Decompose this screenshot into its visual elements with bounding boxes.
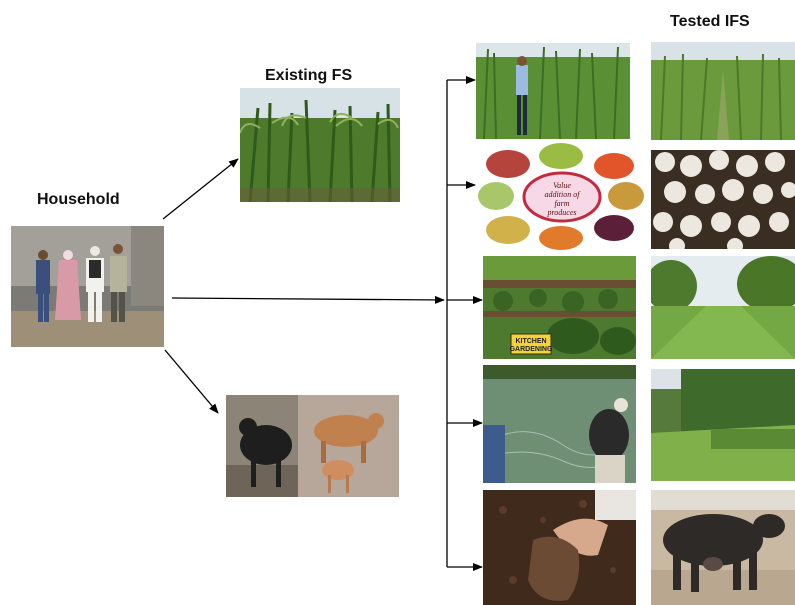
tested-ifs-agroforestry-photo xyxy=(651,369,795,481)
svg-text:GARDENING: GARDENING xyxy=(510,346,553,353)
arrow-household-to-existing-fs xyxy=(162,158,239,220)
ifs-kitchen-gardening-photo: KITCHEN GARDENING xyxy=(483,256,636,359)
ifs-value-addition-photo: Value addition of farm produces xyxy=(476,142,646,250)
arrow-household-to-ifs xyxy=(171,295,445,304)
tested-ifs-buffalo-photo xyxy=(651,490,795,605)
household-label: Household xyxy=(37,191,120,208)
ifs-fodder-grass-photo xyxy=(476,43,630,139)
svg-text:Value: Value xyxy=(553,181,571,190)
tested-ifs-orchard-photo xyxy=(651,256,795,359)
existing-fs-sugarcane-photo xyxy=(240,88,400,202)
tested-ifs-mushroom-photo xyxy=(651,150,795,249)
existing-fs-label: Existing FS xyxy=(265,67,353,84)
tested-ifs-fodder-field-photo xyxy=(651,42,795,140)
ifs-vermicompost-photo xyxy=(483,490,636,605)
household-photo xyxy=(11,226,164,347)
ifs-fish-pond-photo xyxy=(483,365,636,483)
svg-text:farm: farm xyxy=(554,199,569,208)
tested-ifs-label: Tested IFS xyxy=(670,13,750,30)
arrow-household-to-livestock xyxy=(164,349,219,414)
existing-fs-livestock-photo xyxy=(226,395,399,497)
svg-text:addition of: addition of xyxy=(545,190,582,199)
svg-text:produces: produces xyxy=(546,208,576,217)
svg-text:KITCHEN: KITCHEN xyxy=(515,338,546,345)
